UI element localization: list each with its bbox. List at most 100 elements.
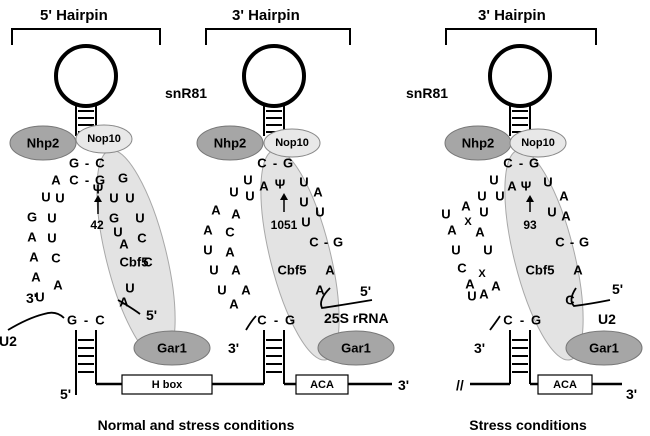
nt-m-r7: A bbox=[315, 283, 325, 298]
nt-s-bottom-dash: - bbox=[520, 313, 524, 328]
cbf5-label-middle: Cbf5 bbox=[278, 263, 307, 278]
u2-strand-right bbox=[570, 287, 611, 307]
nt-m-t6: A bbox=[241, 283, 251, 298]
nt-m-cg-c: C bbox=[309, 235, 319, 250]
nt-r6: C bbox=[137, 231, 147, 246]
nt-s-l1: U bbox=[489, 173, 498, 188]
nt-s-a: A bbox=[507, 179, 517, 194]
nt-t5: A bbox=[53, 278, 63, 293]
nt-s-l4: A bbox=[447, 223, 457, 238]
nt-l2: U bbox=[41, 190, 50, 205]
nop10-label-left: Nop10 bbox=[87, 133, 121, 145]
nt-gc-bottom-c: C bbox=[95, 313, 105, 328]
nt-pair2-dash: - bbox=[85, 173, 89, 188]
site-number-1051: 1051 bbox=[271, 218, 298, 232]
arrowhead-site-middle bbox=[280, 193, 288, 200]
nt-s-l3: A bbox=[461, 199, 471, 214]
nt-m-r5: U bbox=[301, 215, 310, 230]
psi-middle: Ψ bbox=[275, 177, 286, 192]
nt-m-t4: A bbox=[225, 245, 235, 260]
nt-m-r6: A bbox=[325, 263, 335, 278]
nt-m-l3: A bbox=[211, 203, 221, 218]
aca-label-middle: ACA bbox=[310, 379, 334, 391]
nt-t1: U bbox=[55, 191, 64, 206]
hbox-box bbox=[121, 374, 213, 395]
nt-pair1-r: C bbox=[95, 156, 105, 171]
cbf5-label-left: Cbf5 bbox=[120, 255, 149, 270]
arrowhead-site-right bbox=[526, 195, 534, 202]
nt-s-t3: A bbox=[475, 225, 485, 240]
site-number-42: 42 bbox=[90, 218, 104, 232]
left-hairpin-pocket: G - C C - G Ψ A U G A A A U U U U C A G … bbox=[27, 156, 153, 328]
nt-l6: A bbox=[31, 270, 41, 285]
nt-m-bottom-g: G bbox=[285, 313, 295, 328]
rrna-label: 25S rRNA bbox=[324, 310, 389, 326]
u2-5prime-left: 5' bbox=[146, 307, 157, 323]
nt-s-pair1-r: G bbox=[529, 156, 539, 171]
nt-m-r3: U bbox=[299, 195, 308, 210]
bracket-middle bbox=[205, 28, 351, 45]
gar1-ellipse-middle bbox=[317, 330, 395, 366]
nop10-ellipse-middle bbox=[263, 128, 321, 158]
mismatch-x-1: X bbox=[464, 216, 472, 228]
stem-bottom-left bbox=[75, 330, 97, 395]
nt-m-t3: C bbox=[225, 225, 235, 240]
nt-pair1-dash: - bbox=[85, 156, 89, 171]
rrna-strand-tail bbox=[245, 315, 257, 331]
nt-s-t2: U bbox=[479, 205, 488, 220]
nt-m-l8: A bbox=[229, 297, 239, 312]
nt-s-r1: U bbox=[543, 175, 552, 190]
end-3prime-right: 3' bbox=[626, 386, 637, 402]
nhp2-label-right: Nhp2 bbox=[462, 136, 495, 151]
snr81-label-right: snR81 bbox=[406, 85, 448, 101]
gar1-ellipse-right bbox=[565, 330, 643, 366]
nt-m-cg-g: G bbox=[333, 235, 343, 250]
arrowhead-site-left bbox=[94, 195, 102, 202]
nt-r5: G bbox=[109, 211, 119, 226]
nt-pair1-l: G bbox=[69, 156, 79, 171]
nop10-label-middle: Nop10 bbox=[275, 137, 309, 149]
nt-r1: G bbox=[118, 171, 128, 186]
nt-t4: C bbox=[51, 251, 61, 266]
nt-s-pair1-dash: - bbox=[519, 156, 523, 171]
nt-r8: A bbox=[119, 295, 129, 310]
u2-strand-right-tail bbox=[489, 315, 501, 331]
nt-s-cg-c: C bbox=[555, 235, 565, 250]
end-5prime-main: 5' bbox=[60, 386, 71, 402]
u2-5prime-right: 5' bbox=[612, 281, 623, 297]
hairpin-loop-middle bbox=[242, 44, 306, 108]
rrna-3prime: 3' bbox=[228, 340, 239, 356]
nt-r4: U bbox=[135, 211, 144, 226]
nt-t2: U bbox=[47, 211, 56, 226]
nt-m-cg-dash: - bbox=[324, 235, 328, 250]
nhp2-label-middle: Nhp2 bbox=[214, 136, 247, 151]
u2-strand-left-tail bbox=[117, 299, 141, 315]
nt-s-t4: A bbox=[479, 287, 489, 302]
nt-m-pair1-dash: - bbox=[273, 156, 277, 171]
hairpin-title-left: 5' Hairpin bbox=[40, 7, 108, 24]
nt-m-r2: A bbox=[313, 185, 323, 200]
nt-s-t1: U bbox=[495, 189, 504, 204]
gar1-label-left: Gar1 bbox=[157, 341, 187, 356]
nhp2-label-left: Nhp2 bbox=[27, 136, 60, 151]
stem-bottom-middle bbox=[263, 330, 285, 384]
nt-s-r4: A bbox=[561, 209, 571, 224]
caption-normal-stress: Normal and stress conditions bbox=[98, 417, 295, 433]
bracket-left bbox=[11, 28, 161, 45]
hairpin-loop-right bbox=[488, 44, 552, 108]
nt-m-l7: U bbox=[217, 283, 226, 298]
nt-t3p1: U bbox=[113, 225, 122, 240]
nt-s-l8: U bbox=[467, 289, 476, 304]
nt-gc-bottom-dash: - bbox=[84, 313, 88, 328]
psi-right: Ψ bbox=[521, 179, 532, 194]
gar1-label-middle: Gar1 bbox=[341, 341, 371, 356]
nt-s-t5: A bbox=[491, 279, 501, 294]
nt-m-pair1-r: G bbox=[283, 156, 293, 171]
u2-label-left: U2 bbox=[0, 333, 17, 349]
nt-t3: U bbox=[47, 231, 56, 246]
nt-t3p3: C bbox=[143, 255, 153, 270]
nt-m-l4: A bbox=[203, 223, 213, 238]
nt-r7: U bbox=[125, 281, 134, 296]
nt-m-bottom-c: C bbox=[257, 313, 267, 328]
